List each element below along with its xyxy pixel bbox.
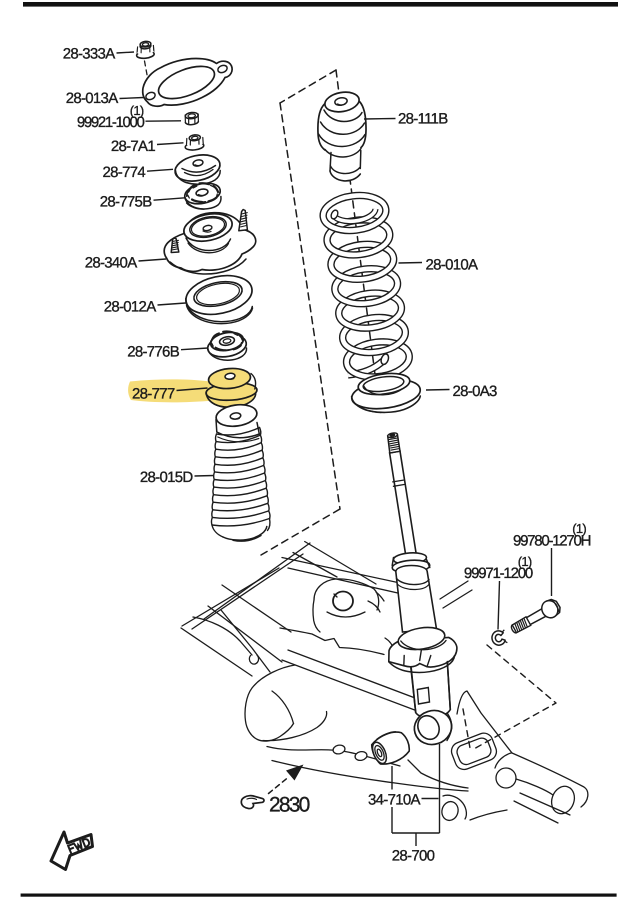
svg-text:28-700: 28-700 — [392, 848, 435, 865]
svg-text:28-775B: 28-775B — [100, 194, 153, 211]
svg-text:(1): (1) — [572, 521, 586, 536]
svg-text:2830: 2830 — [269, 794, 310, 817]
svg-text:28-776B: 28-776B — [127, 344, 180, 361]
svg-text:28-7A1: 28-7A1 — [111, 138, 156, 155]
svg-text:28-777: 28-777 — [132, 386, 175, 403]
svg-text:99780-1270H: 99780-1270H — [513, 533, 591, 550]
svg-text:28-013A: 28-013A — [66, 90, 119, 107]
svg-text:28-010A: 28-010A — [426, 257, 479, 274]
svg-text:28-111B: 28-111B — [398, 111, 448, 128]
svg-text:28-015D: 28-015D — [140, 469, 194, 486]
svg-text:99971-1200: 99971-1200 — [464, 565, 533, 582]
svg-text:28-012A: 28-012A — [104, 299, 157, 316]
svg-text:28-333A: 28-333A — [63, 46, 116, 63]
svg-text:28-0A3: 28-0A3 — [453, 383, 498, 400]
svg-text:(1): (1) — [130, 103, 144, 118]
svg-text:34-710A: 34-710A — [368, 792, 421, 809]
svg-text:(1): (1) — [518, 554, 532, 569]
svg-text:28-340A: 28-340A — [85, 255, 138, 272]
svg-text:28-774: 28-774 — [102, 164, 145, 181]
svg-text:99921-1000: 99921-1000 — [77, 114, 145, 131]
